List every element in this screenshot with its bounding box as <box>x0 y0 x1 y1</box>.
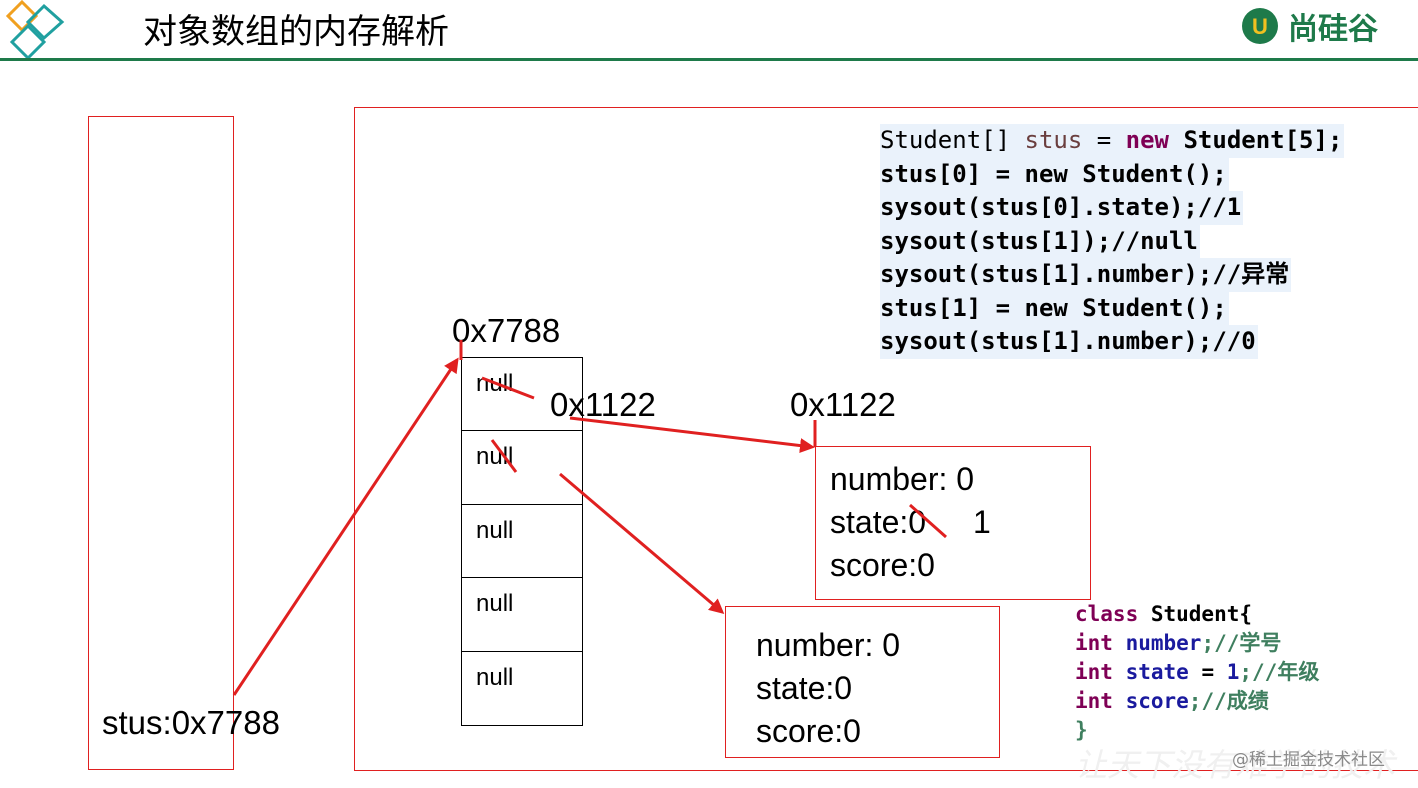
cell0-to-object1-arrow <box>569 416 815 454</box>
class-line: int state = 1;//年级 <box>1075 660 1320 684</box>
heap-region <box>354 107 1418 771</box>
cell0-strike-mark <box>481 376 535 400</box>
class-line: int score;//成绩 <box>1075 689 1269 713</box>
page-title: 对象数组的内存解析 <box>143 12 449 52</box>
code-line: sysout(stus[1]);//null <box>880 224 1200 258</box>
field-state-new: 1 <box>973 504 991 540</box>
array-cell: null <box>462 505 582 579</box>
array-cell-value: null <box>476 443 514 471</box>
cell1-strike-mark <box>490 439 518 473</box>
field-state-old: state:0 <box>830 504 927 540</box>
array-block: null null null null null <box>461 357 583 726</box>
student-object-2: number: 0 state:0 score:0 <box>725 606 1000 758</box>
field-score: score:0 <box>830 547 935 583</box>
array-cell-value: null <box>476 516 514 544</box>
stack-variable-label: stus:0x7788 <box>102 704 280 741</box>
array-cell-value: null <box>476 663 514 691</box>
code-line: stus[0] = new Student(); <box>880 157 1229 191</box>
field-state: state:0 <box>756 670 853 706</box>
header-divider <box>0 58 1418 61</box>
code-line: sysout(stus[0].state);//1 <box>880 191 1244 225</box>
code-line: sysout(stus[1].number);//0 <box>880 325 1258 359</box>
field-number: number: 0 <box>830 461 975 497</box>
brand-u-icon: U <box>1242 8 1278 44</box>
cell1-to-object2-arrow <box>559 472 725 614</box>
code-line: stus[1] = new Student(); <box>880 291 1229 325</box>
array-cell: null <box>462 431 582 505</box>
code-line: sysout(stus[1].number);//异常 <box>880 258 1292 292</box>
student-object-1: number: 0 state:0 1 score:0 <box>815 446 1091 600</box>
array-address: 0x7788 <box>452 312 561 349</box>
watermark-slogan: 让天下没有难学的技术 <box>1075 746 1396 784</box>
field-score: score:0 <box>756 713 861 749</box>
watermark-site: @稀土掘金技术社区 <box>1232 750 1385 770</box>
class-line: class Student{ <box>1075 602 1253 626</box>
object-address: 0x1122 <box>790 386 896 423</box>
stack-region <box>88 116 234 770</box>
code-line: Student[] stus = new Student[5]; <box>880 124 1345 158</box>
cell-reference-address: 0x1122 <box>550 386 656 423</box>
array-cell: null <box>462 578 582 652</box>
array-cell-value: null <box>476 590 514 618</box>
field-number: number: 0 <box>756 627 901 663</box>
class-definition: class Student{ int number;//学号 int state… <box>1075 600 1319 745</box>
state-strike-mark <box>909 503 947 539</box>
brand-logo: U 尚硅谷 <box>1240 6 1378 47</box>
brand-mark: U <box>1252 14 1268 39</box>
code-snippet: Student[] stus = new Student[5]; stus[0]… <box>880 124 1345 359</box>
array-cell: null <box>462 652 582 725</box>
stack-to-array-arrow <box>232 357 459 696</box>
brand-name: 尚硅谷 <box>1288 12 1378 47</box>
class-line: int number;//学号 <box>1075 631 1282 655</box>
class-line: } <box>1075 718 1088 742</box>
